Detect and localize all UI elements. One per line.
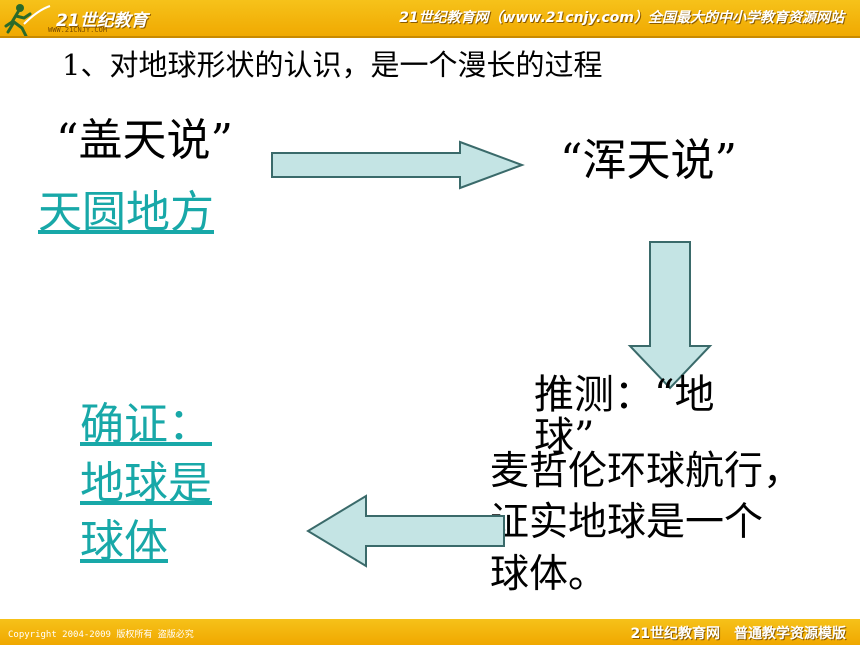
tuice-text-line2: 球” bbox=[534, 414, 595, 460]
footer-copyright: Copyright 2004-2009 版权所有 盗版必究 bbox=[8, 630, 194, 640]
tuice-text: 推测：“地 bbox=[534, 372, 715, 418]
slide-heading: 1、对地球形状的认识，是一个漫长的过程 bbox=[62, 48, 603, 82]
right-arrow-icon bbox=[271, 140, 525, 190]
gaitian-label: “盖天说” bbox=[56, 115, 233, 166]
header-bar: 21世纪教育 WWW.21CNJY.COM 21世纪教育网（www.21cnjy… bbox=[0, 0, 860, 38]
site-logo[interactable]: 21世纪教育 WWW.21CNJY.COM bbox=[4, 0, 154, 38]
magellan-line-3: 球体。 bbox=[490, 551, 608, 597]
left-arrow-icon bbox=[306, 494, 505, 568]
logo-text: 21世纪教育 bbox=[56, 11, 148, 31]
confirm-link-line-3[interactable]: 球体 bbox=[80, 516, 168, 568]
confirm-link-line-1[interactable]: 确证： bbox=[80, 399, 212, 450]
site-title[interactable]: 21世纪教育网（www.21cnjy.com）全国最大的中小学教育资源网站 bbox=[399, 10, 844, 26]
tianyuan-difang-link[interactable]: 天圆地方 bbox=[38, 187, 214, 238]
magellan-line-1: 麦哲伦环球航行， bbox=[490, 449, 803, 494]
header-divider bbox=[0, 36, 860, 38]
runner-logo-icon bbox=[4, 4, 51, 38]
confirm-link-line-2[interactable]: 地球是 bbox=[80, 457, 212, 509]
huntian-label: “浑天说” bbox=[560, 135, 737, 186]
logo-url: WWW.21CNJY.COM bbox=[48, 26, 108, 34]
footer-brand[interactable]: 21世纪教育网 普通教学资源模版 bbox=[630, 626, 846, 642]
footer-bar: Copyright 2004-2009 版权所有 盗版必究 21世纪教育网 普通… bbox=[0, 619, 860, 645]
confirm-link[interactable]: 确证： 地球是 球体 bbox=[80, 396, 212, 572]
magellan-text: 麦哲伦环球航行， 证实地球是一个 球体。 bbox=[490, 446, 802, 600]
magellan-line-2: 证实地球是一个 bbox=[490, 500, 764, 546]
down-arrow-icon bbox=[627, 241, 713, 390]
